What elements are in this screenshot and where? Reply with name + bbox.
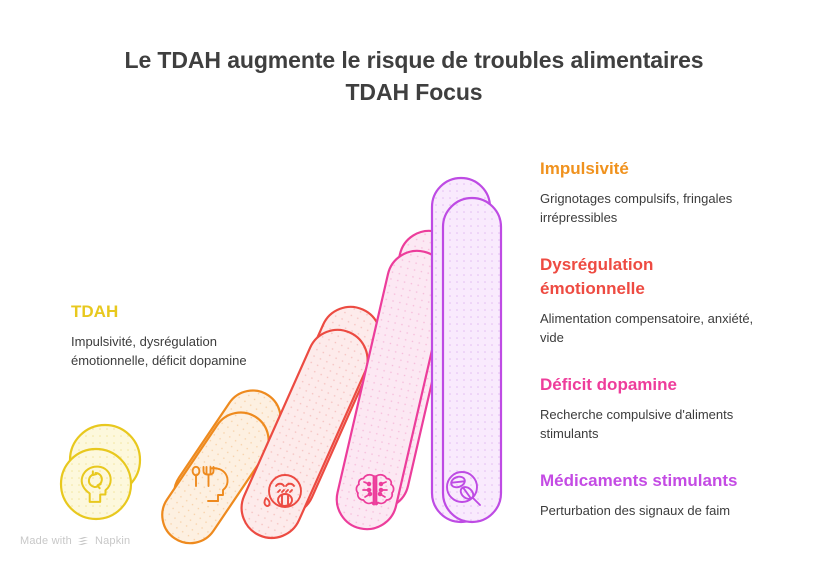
bar-group-dysregulation[interactable] — [232, 297, 390, 547]
watermark-brand: Napkin — [94, 535, 131, 547]
annotation-title-deficit-dopamine: Déficit dopamine — [540, 375, 677, 394]
annotation-title-impulsivite: Impulsivité — [540, 159, 629, 178]
annotation-group-medicaments[interactable]: Médicaments stimulants Perturbation des … — [540, 469, 780, 521]
annotation-title-tdah: TDAH — [71, 302, 119, 321]
bar-group-medicaments[interactable] — [430, 176, 503, 524]
pills-magnifier-icon — [446, 471, 481, 506]
bar-group-impulsivite[interactable] — [151, 380, 291, 554]
napkin-watermark[interactable]: Made with Napkin — [20, 535, 130, 547]
watermark-prefix: Made with — [20, 535, 72, 547]
brain-icon — [355, 473, 395, 506]
bar-front-capsule-medicaments — [441, 196, 503, 524]
crying-face-icon — [263, 474, 302, 508]
napkin-chevrons-icon — [77, 536, 90, 547]
annotation-description-medicaments: Perturbation des signaux de faim — [540, 503, 731, 518]
bar-front-capsule-impulsivite — [161, 411, 270, 545]
page-title-line-2: TDAH Focus — [345, 79, 483, 105]
annotation-description-impulsivite: Grignotages compulsifs, fringales irrépr… — [540, 191, 733, 225]
annotation-group-deficit-dopamine[interactable]: Déficit dopamine Recherche compulsive d'… — [540, 373, 780, 443]
page-title: Le TDAH augmente le risque de troubles a… — [0, 44, 828, 108]
annotation-title-medicaments: Médicaments stimulants — [540, 471, 738, 490]
annotation-description-dysregulation: Alimentation compensatoire, anxiété, vid… — [540, 311, 754, 345]
annotation-title-dysregulation: Dysrégulation émotionnelle — [540, 255, 654, 298]
annotation-group-tdah[interactable]: TDAH Impulsivité, dysrégulation émotionn… — [71, 300, 271, 370]
bar-front-capsule-deficit-dopamine — [335, 249, 449, 531]
page-title-line-1: Le TDAH augmente le risque de troubles a… — [124, 47, 704, 73]
annotation-group-dysregulation[interactable]: Dysrégulation émotionnelle Alimentation … — [540, 253, 780, 347]
annotation-group-impulsivite[interactable]: Impulsivité Grignotages compulsifs, frin… — [540, 157, 780, 227]
head-cutlery-icon — [191, 465, 229, 502]
annotation-description-tdah: Impulsivité, dysrégulation émotionnelle,… — [71, 334, 247, 368]
annotation-description-deficit-dopamine: Recherche compulsive d'aliments stimulan… — [540, 407, 734, 441]
bar-front-capsule-tdah — [59, 447, 133, 521]
head-cycle-icon — [80, 465, 112, 503]
bar-front-capsule-dysregulation — [240, 328, 369, 540]
bar-group-tdah[interactable] — [59, 423, 142, 521]
